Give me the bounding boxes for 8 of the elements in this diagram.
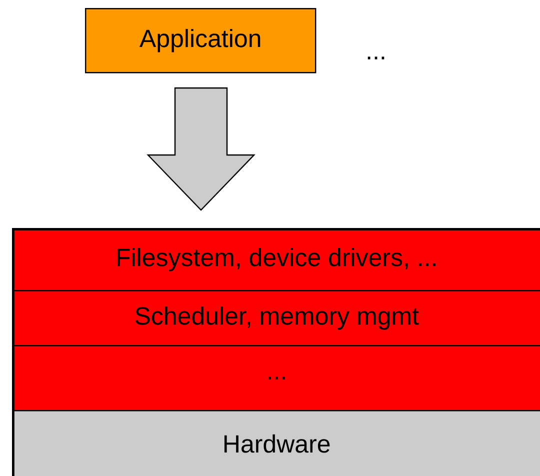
block-arrow bbox=[146, 87, 256, 211]
layer-band: Filesystem, device drivers, ... bbox=[12, 228, 540, 292]
hardware-band: Hardware bbox=[12, 410, 540, 476]
stack-box bbox=[12, 228, 540, 476]
application-box: Application bbox=[85, 8, 316, 74]
layer-band: ... bbox=[12, 345, 540, 412]
layer-band: Scheduler, memory mgmt bbox=[12, 290, 540, 346]
ellipsis-label: ... bbox=[368, 56, 384, 60]
